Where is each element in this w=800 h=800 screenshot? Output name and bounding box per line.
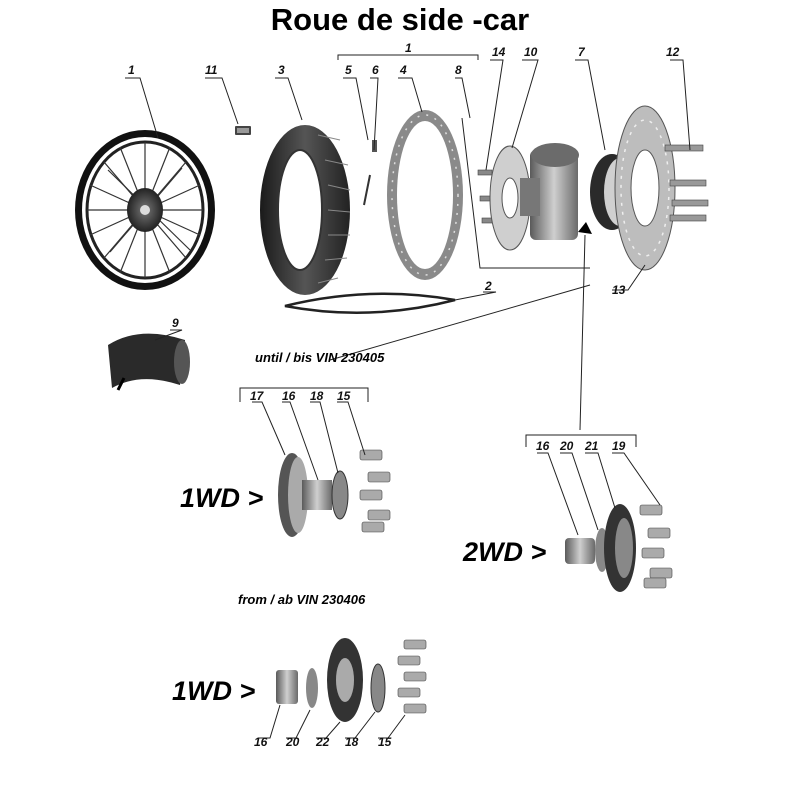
hub-assembly-1wd-early [278,449,391,537]
callout-8: 8 [455,63,462,77]
rim-band [284,292,456,314]
callout-20-bottom: 20 [285,735,300,749]
hub-flange-disc [489,145,531,251]
wheel-hub [520,143,579,240]
callout-15-bottom: 15 [378,735,392,749]
hub-assembly-1wd-late [276,638,427,722]
callout-13: 13 [612,283,626,297]
callout-1-wheel: 1 [128,63,135,77]
caption-until-vin: until / bis VIN 230405 [255,350,385,365]
small-bolts [477,169,497,224]
callout-labels: 1 11 3 1 5 6 4 8 14 10 7 12 13 2 9 17 16… [128,41,680,749]
callout-18-bottom: 18 [345,735,359,749]
label-1wd-bottom: 1WD > [172,676,256,706]
spoke-nipple-parts [363,140,377,206]
callout-18-top: 18 [310,389,324,403]
leader-lines [125,54,691,739]
callout-7: 7 [578,45,586,59]
callout-21: 21 [584,439,599,453]
callout-16-top: 16 [282,389,296,403]
valve-cap-part [235,126,251,135]
callout-6: 6 [372,63,379,77]
callout-3: 3 [278,63,285,77]
page-title: Roue de side -car [270,2,530,37]
callout-14: 14 [492,45,506,59]
tire [260,125,351,295]
callout-16-bottom: 16 [254,735,268,749]
callout-12: 12 [666,45,680,59]
callout-20-2wd: 20 [559,439,574,453]
callout-16-2wd: 16 [536,439,550,453]
callout-2: 2 [484,279,492,293]
caption-from-vin: from / ab VIN 230406 [238,592,366,607]
hub-assembly-2wd [565,504,673,592]
inner-tube [108,333,190,391]
label-1wd-top: 1WD > [180,483,264,513]
callout-5: 5 [345,63,352,77]
callout-19: 19 [612,439,626,453]
disc-bolts [664,144,709,222]
callout-9: 9 [172,316,179,330]
callout-22: 22 [315,735,330,749]
callout-1-group: 1 [405,41,412,55]
callout-17: 17 [250,389,265,403]
callout-15-top: 15 [337,389,351,403]
complete-wheel [75,130,215,290]
label-2wd: 2WD > [463,537,547,567]
brake-disc [614,105,676,271]
callout-4: 4 [399,63,407,77]
callout-10: 10 [524,45,538,59]
rim [387,110,463,280]
arrow-head [578,222,592,234]
callout-11: 11 [205,63,218,77]
